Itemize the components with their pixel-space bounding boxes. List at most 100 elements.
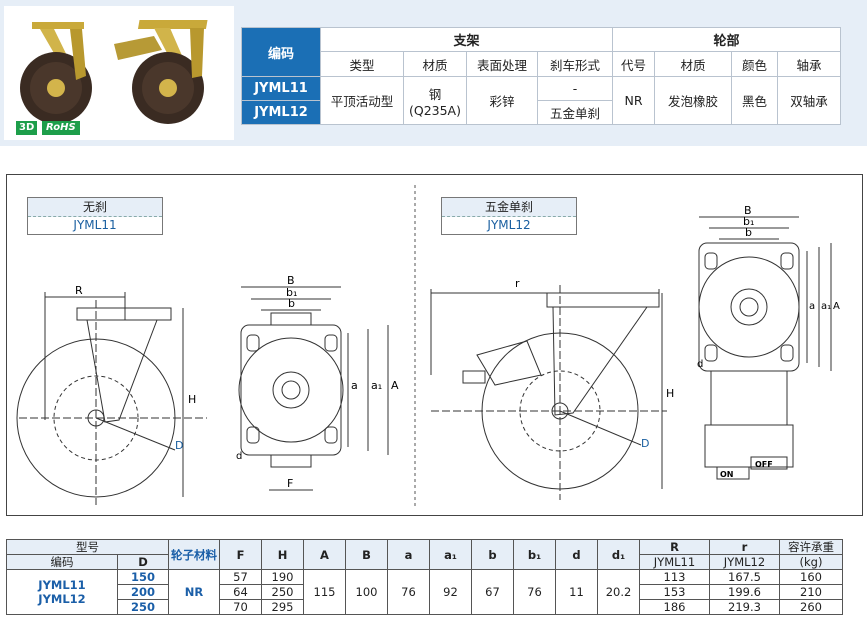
front-view-brake bbox=[698, 216, 832, 480]
R-value: 113 bbox=[639, 569, 710, 585]
label-B-right: B bbox=[744, 204, 752, 217]
label-a-right: a bbox=[809, 301, 815, 312]
label-a1-left: a₁ bbox=[371, 379, 382, 392]
table-row: 250 70 295 186 219.3 260 bbox=[7, 599, 843, 615]
col-color: 颜色 bbox=[731, 51, 778, 77]
dimension-table: 型号 轮子材料 F H A B a a₁ b b₁ d d₁ R r 容许承重 … bbox=[6, 539, 843, 615]
r-value: 167.5 bbox=[709, 569, 780, 585]
b1-value: 76 bbox=[513, 569, 556, 615]
H-value: 295 bbox=[261, 599, 304, 615]
col-b1: b₁ bbox=[513, 539, 556, 570]
col-a1: a₁ bbox=[429, 539, 472, 570]
material-value: 钢 (Q235A) bbox=[403, 76, 467, 125]
tag-no-brake: 无刹 JYML11 bbox=[27, 197, 163, 235]
D-value: 150 bbox=[117, 569, 169, 585]
col-R: R bbox=[639, 539, 710, 555]
wheel-material-value: NR bbox=[168, 569, 220, 615]
code-jyml12: JYML12 bbox=[241, 100, 321, 125]
label-A-right: A bbox=[833, 301, 840, 312]
side-view-brake bbox=[430, 285, 667, 500]
A-value: 115 bbox=[303, 569, 346, 615]
wheel-material-header: 轮子材料 bbox=[168, 539, 220, 570]
label-d-left: d bbox=[236, 451, 242, 462]
label-a1-right: a₁ bbox=[821, 301, 831, 312]
col-b: b bbox=[471, 539, 514, 570]
label-off: OFF bbox=[755, 460, 773, 469]
label-B-left: B bbox=[287, 274, 295, 287]
code-subheader: 编码 bbox=[6, 554, 118, 570]
col-a: a bbox=[387, 539, 430, 570]
F-value: 64 bbox=[219, 584, 262, 600]
label-F: F bbox=[287, 477, 293, 490]
front-view-no-brake bbox=[238, 286, 389, 491]
D-value: 250 bbox=[117, 599, 169, 615]
load-value: 210 bbox=[779, 584, 843, 600]
label-R: R bbox=[75, 284, 83, 297]
label-b-right: b bbox=[745, 226, 752, 239]
label-on: ON bbox=[720, 470, 734, 479]
col-bearing: 轴承 bbox=[777, 51, 841, 77]
d1-value: 20.2 bbox=[597, 569, 640, 615]
a-value: 76 bbox=[387, 569, 430, 615]
col-load: 容许承重 bbox=[779, 539, 843, 555]
tag-single-brake-title: 五金单刹 bbox=[442, 198, 576, 217]
3d-badge: 3D bbox=[16, 121, 38, 135]
product-photo bbox=[4, 6, 234, 140]
R-value: 186 bbox=[639, 599, 710, 615]
label-b-left: b bbox=[288, 297, 295, 310]
label-d-right: d bbox=[697, 359, 703, 370]
col-H: H bbox=[261, 539, 304, 570]
model-header: 型号 bbox=[6, 539, 169, 555]
label-a-left: a bbox=[351, 379, 358, 392]
H-value: 250 bbox=[261, 584, 304, 600]
col-type: 类型 bbox=[320, 51, 404, 77]
material-line1: 钢 bbox=[428, 86, 442, 102]
R-code: JYML11 bbox=[639, 554, 710, 570]
wheel-header: 轮部 bbox=[612, 27, 841, 52]
col-d: d bbox=[555, 539, 598, 570]
color-value: 黑色 bbox=[731, 76, 778, 125]
F-value: 57 bbox=[219, 569, 262, 585]
tag-single-brake: 五金单刹 JYML12 bbox=[441, 197, 577, 235]
D-value: 200 bbox=[117, 584, 169, 600]
col-wheel-code: 代号 bbox=[612, 51, 655, 77]
label-H-right: H bbox=[666, 387, 674, 400]
technical-drawing: 无刹 JYML11 五金单刹 JYML12 R H D bbox=[6, 174, 863, 516]
H-value: 190 bbox=[261, 569, 304, 585]
tag-no-brake-code: JYML11 bbox=[73, 218, 117, 232]
label-H-left: H bbox=[188, 393, 196, 406]
label-A-left: A bbox=[391, 379, 399, 392]
model-code-2: JYML12 bbox=[38, 592, 86, 606]
bracket-header: 支架 bbox=[320, 27, 613, 52]
type-value: 平顶活动型 bbox=[320, 76, 404, 125]
label-r: r bbox=[515, 277, 520, 290]
tag-single-brake-code: JYML12 bbox=[487, 218, 531, 232]
side-view-no-brake bbox=[16, 292, 207, 505]
col-r: r bbox=[709, 539, 780, 555]
d-value: 11 bbox=[555, 569, 598, 615]
rohs-badge: RoHS bbox=[42, 121, 80, 135]
b-value: 67 bbox=[471, 569, 514, 615]
label-D-right: D bbox=[641, 437, 649, 450]
model-code-1: JYML11 bbox=[38, 578, 86, 592]
brake-none: - bbox=[537, 76, 613, 101]
col-A: A bbox=[303, 539, 346, 570]
col-B: B bbox=[345, 539, 388, 570]
load-value: 260 bbox=[779, 599, 843, 615]
label-b1-right: b₁ bbox=[743, 215, 754, 228]
col-d1: d₁ bbox=[597, 539, 640, 570]
label-b1-left: b₁ bbox=[286, 286, 297, 299]
R-value: 153 bbox=[639, 584, 710, 600]
code-jyml11: JYML11 bbox=[241, 76, 321, 101]
wheel-material-value: 发泡橡胶 bbox=[654, 76, 732, 125]
tag-no-brake-title: 无刹 bbox=[28, 198, 162, 217]
brake-single: 五金单刹 bbox=[537, 100, 613, 125]
drawing-svg: R H D B b₁ b a a₁ A d F bbox=[16, 185, 840, 507]
col-wheel-material: 材质 bbox=[654, 51, 732, 77]
load-unit: (kg) bbox=[779, 554, 843, 570]
spec-table: 编码 支架 轮部 类型 材质 表面处理 刹车形式 代号 材质 颜色 轴承 JYM… bbox=[241, 27, 841, 125]
a1-value: 92 bbox=[429, 569, 472, 615]
r-value: 199.6 bbox=[709, 584, 780, 600]
col-material: 材质 bbox=[403, 51, 467, 77]
bearing-value: 双轴承 bbox=[777, 76, 841, 125]
